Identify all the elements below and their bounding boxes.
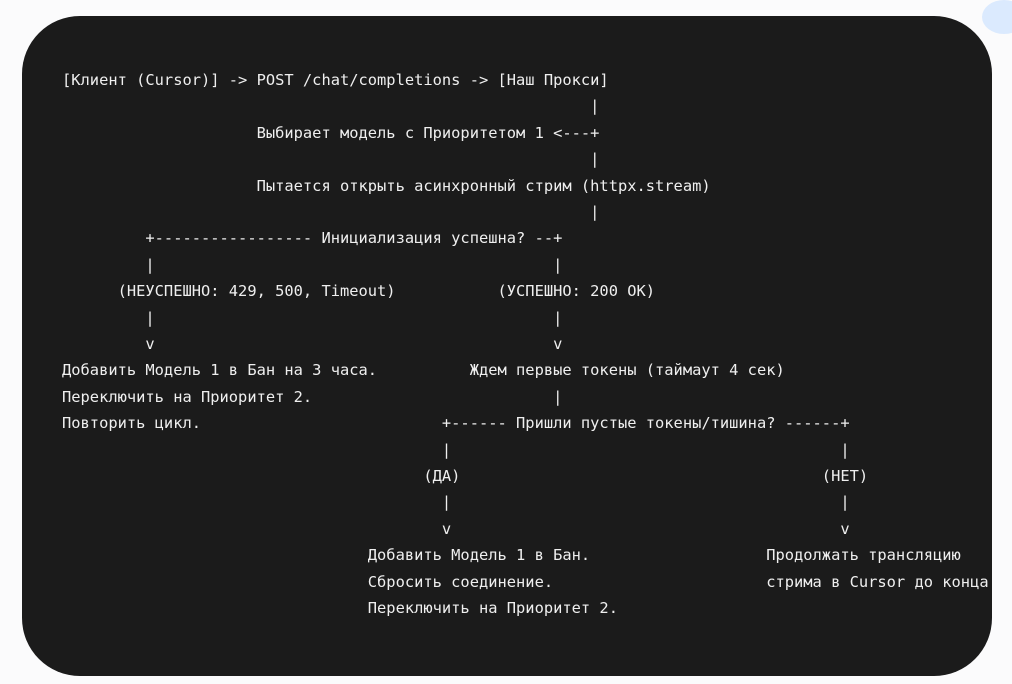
code-line: [Клиент (Cursor)] -> POST /chat/completi… [62,71,609,89]
code-line: Повторить цикл. +------ Пришли пустые то… [62,414,850,432]
code-line: (ДА) (НЕТ) [62,467,869,485]
corner-decoration [982,0,1012,34]
code-line: | | [62,309,563,327]
code-line: Добавить Модель 1 в Бан на 3 часа. Ждем … [62,361,785,379]
code-line: | [62,150,600,168]
code-line: Добавить Модель 1 в Бан. Продолжать тран… [62,546,961,564]
code-line: | | [62,256,563,274]
code-line: v v [62,520,850,538]
code-line: Сбросить соединение. стрима в Cursor до … [62,573,989,591]
code-block: [Клиент (Cursor)] -> POST /chat/completi… [22,16,992,676]
code-line: | [62,97,600,115]
code-line: v v [62,335,563,353]
code-line: | | [62,441,850,459]
code-line: (НЕУСПЕШНО: 429, 500, Timeout) (УСПЕШНО:… [62,282,656,300]
code-line: Переключить на Приоритет 2. [62,599,618,617]
code-line: | [62,203,600,221]
code-line: Выбирает модель с Приоритетом 1 <---+ [62,124,600,142]
code-line: Пытается открыть асинхронный стрим (http… [62,177,711,195]
code-line: | | [62,493,850,511]
code-line: +----------------- Инициализация успешна… [62,229,563,247]
code-line: Переключить на Приоритет 2. | [62,388,563,406]
